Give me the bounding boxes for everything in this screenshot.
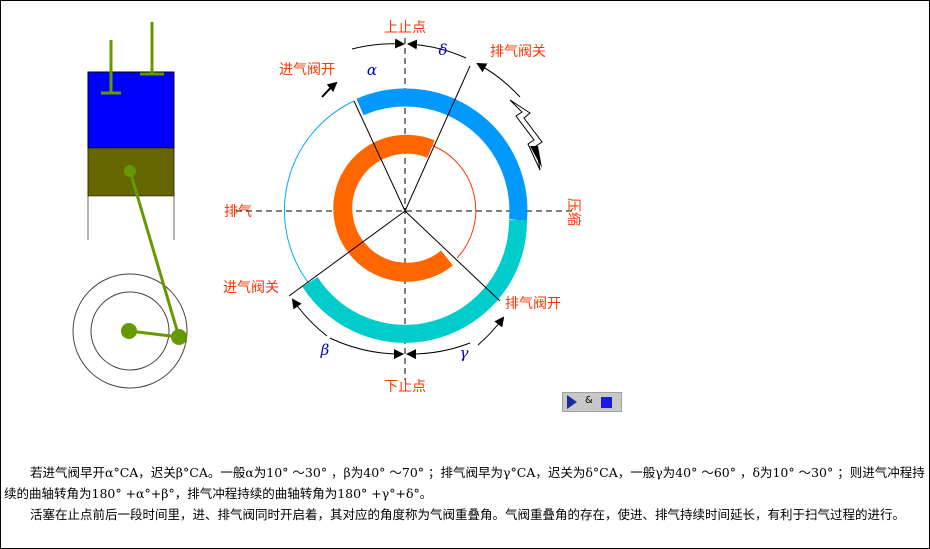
- connecting-rod: [128, 170, 181, 338]
- inner-thin-arc: [430, 144, 477, 259]
- crank-arm: [128, 329, 180, 339]
- label-compression: 压缩: [565, 198, 581, 226]
- stop-button[interactable]: [601, 397, 612, 408]
- crank-pin: [171, 329, 187, 345]
- caption-text: 若进气阀早开α°CA，迟关β°CA。一般α为10° ～30° ，β为40° ～7…: [4, 462, 926, 525]
- greek-alpha: α: [367, 61, 377, 79]
- caption-paragraph-1: 若进气阀早开α°CA，迟关β°CA。一般α为10° ～30° ，β为40° ～7…: [4, 465, 925, 501]
- greek-beta: β: [320, 341, 330, 359]
- cylinder-gas: [87, 71, 175, 149]
- exhaust-arc: [333, 134, 453, 282]
- animation-controls: &: [562, 392, 622, 412]
- radial-exhaust-open: [404, 210, 501, 302]
- label-exhaust-open: 排气阀开: [505, 296, 561, 312]
- label-intake-close: 进气阀关: [223, 280, 279, 296]
- greek-gamma: γ: [460, 344, 469, 362]
- controls-separator: &: [585, 395, 593, 406]
- radial-intake-close: [288, 210, 406, 297]
- engine-schematic: [72, 22, 188, 389]
- beta-arc-arrow: [329, 337, 404, 360]
- exhaust-close-arrow: [476, 63, 521, 98]
- timing-circle: 上止点 下止点 排气 压缩 进气阀开 进气阀关 排气阀开 排气阀关 α δ β …: [223, 20, 581, 395]
- intake-close-arrow: [291, 298, 328, 337]
- delta-arc-arrow: [407, 39, 467, 59]
- label-tdc: 上止点: [384, 20, 426, 36]
- rotation-arrow-head: [530, 146, 542, 168]
- outer-thin-arc: [283, 100, 355, 293]
- label-exhaust: 排气: [224, 204, 252, 220]
- label-intake-open: 进气阀开: [279, 62, 335, 78]
- radial-intake-open: [353, 100, 406, 212]
- alpha-arc-arrow: [351, 38, 405, 50]
- intake-arc: [356, 88, 528, 221]
- exhaust-open-arrow: [477, 316, 505, 346]
- play-button[interactable]: [567, 395, 577, 409]
- intake-open-arrow: [321, 81, 338, 98]
- crank-inner-circle: [90, 291, 170, 371]
- crank-outer-circle: [72, 273, 188, 389]
- radial-exhaust-close: [404, 65, 471, 212]
- wrist-pin: [124, 165, 136, 177]
- gamma-arc-arrow: [406, 342, 471, 360]
- intake-tail-arc: [302, 219, 528, 343]
- caption-paragraph-2: 活塞在止点前后一段时间里，进、排气阀同时开启着，其对应的角度称为气阀重叠角。气阀…: [30, 507, 906, 522]
- label-bdc: 下止点: [384, 379, 426, 395]
- crank-center: [121, 323, 137, 339]
- greek-delta: δ: [438, 41, 447, 59]
- label-exhaust-close: 排气阀关: [490, 44, 546, 60]
